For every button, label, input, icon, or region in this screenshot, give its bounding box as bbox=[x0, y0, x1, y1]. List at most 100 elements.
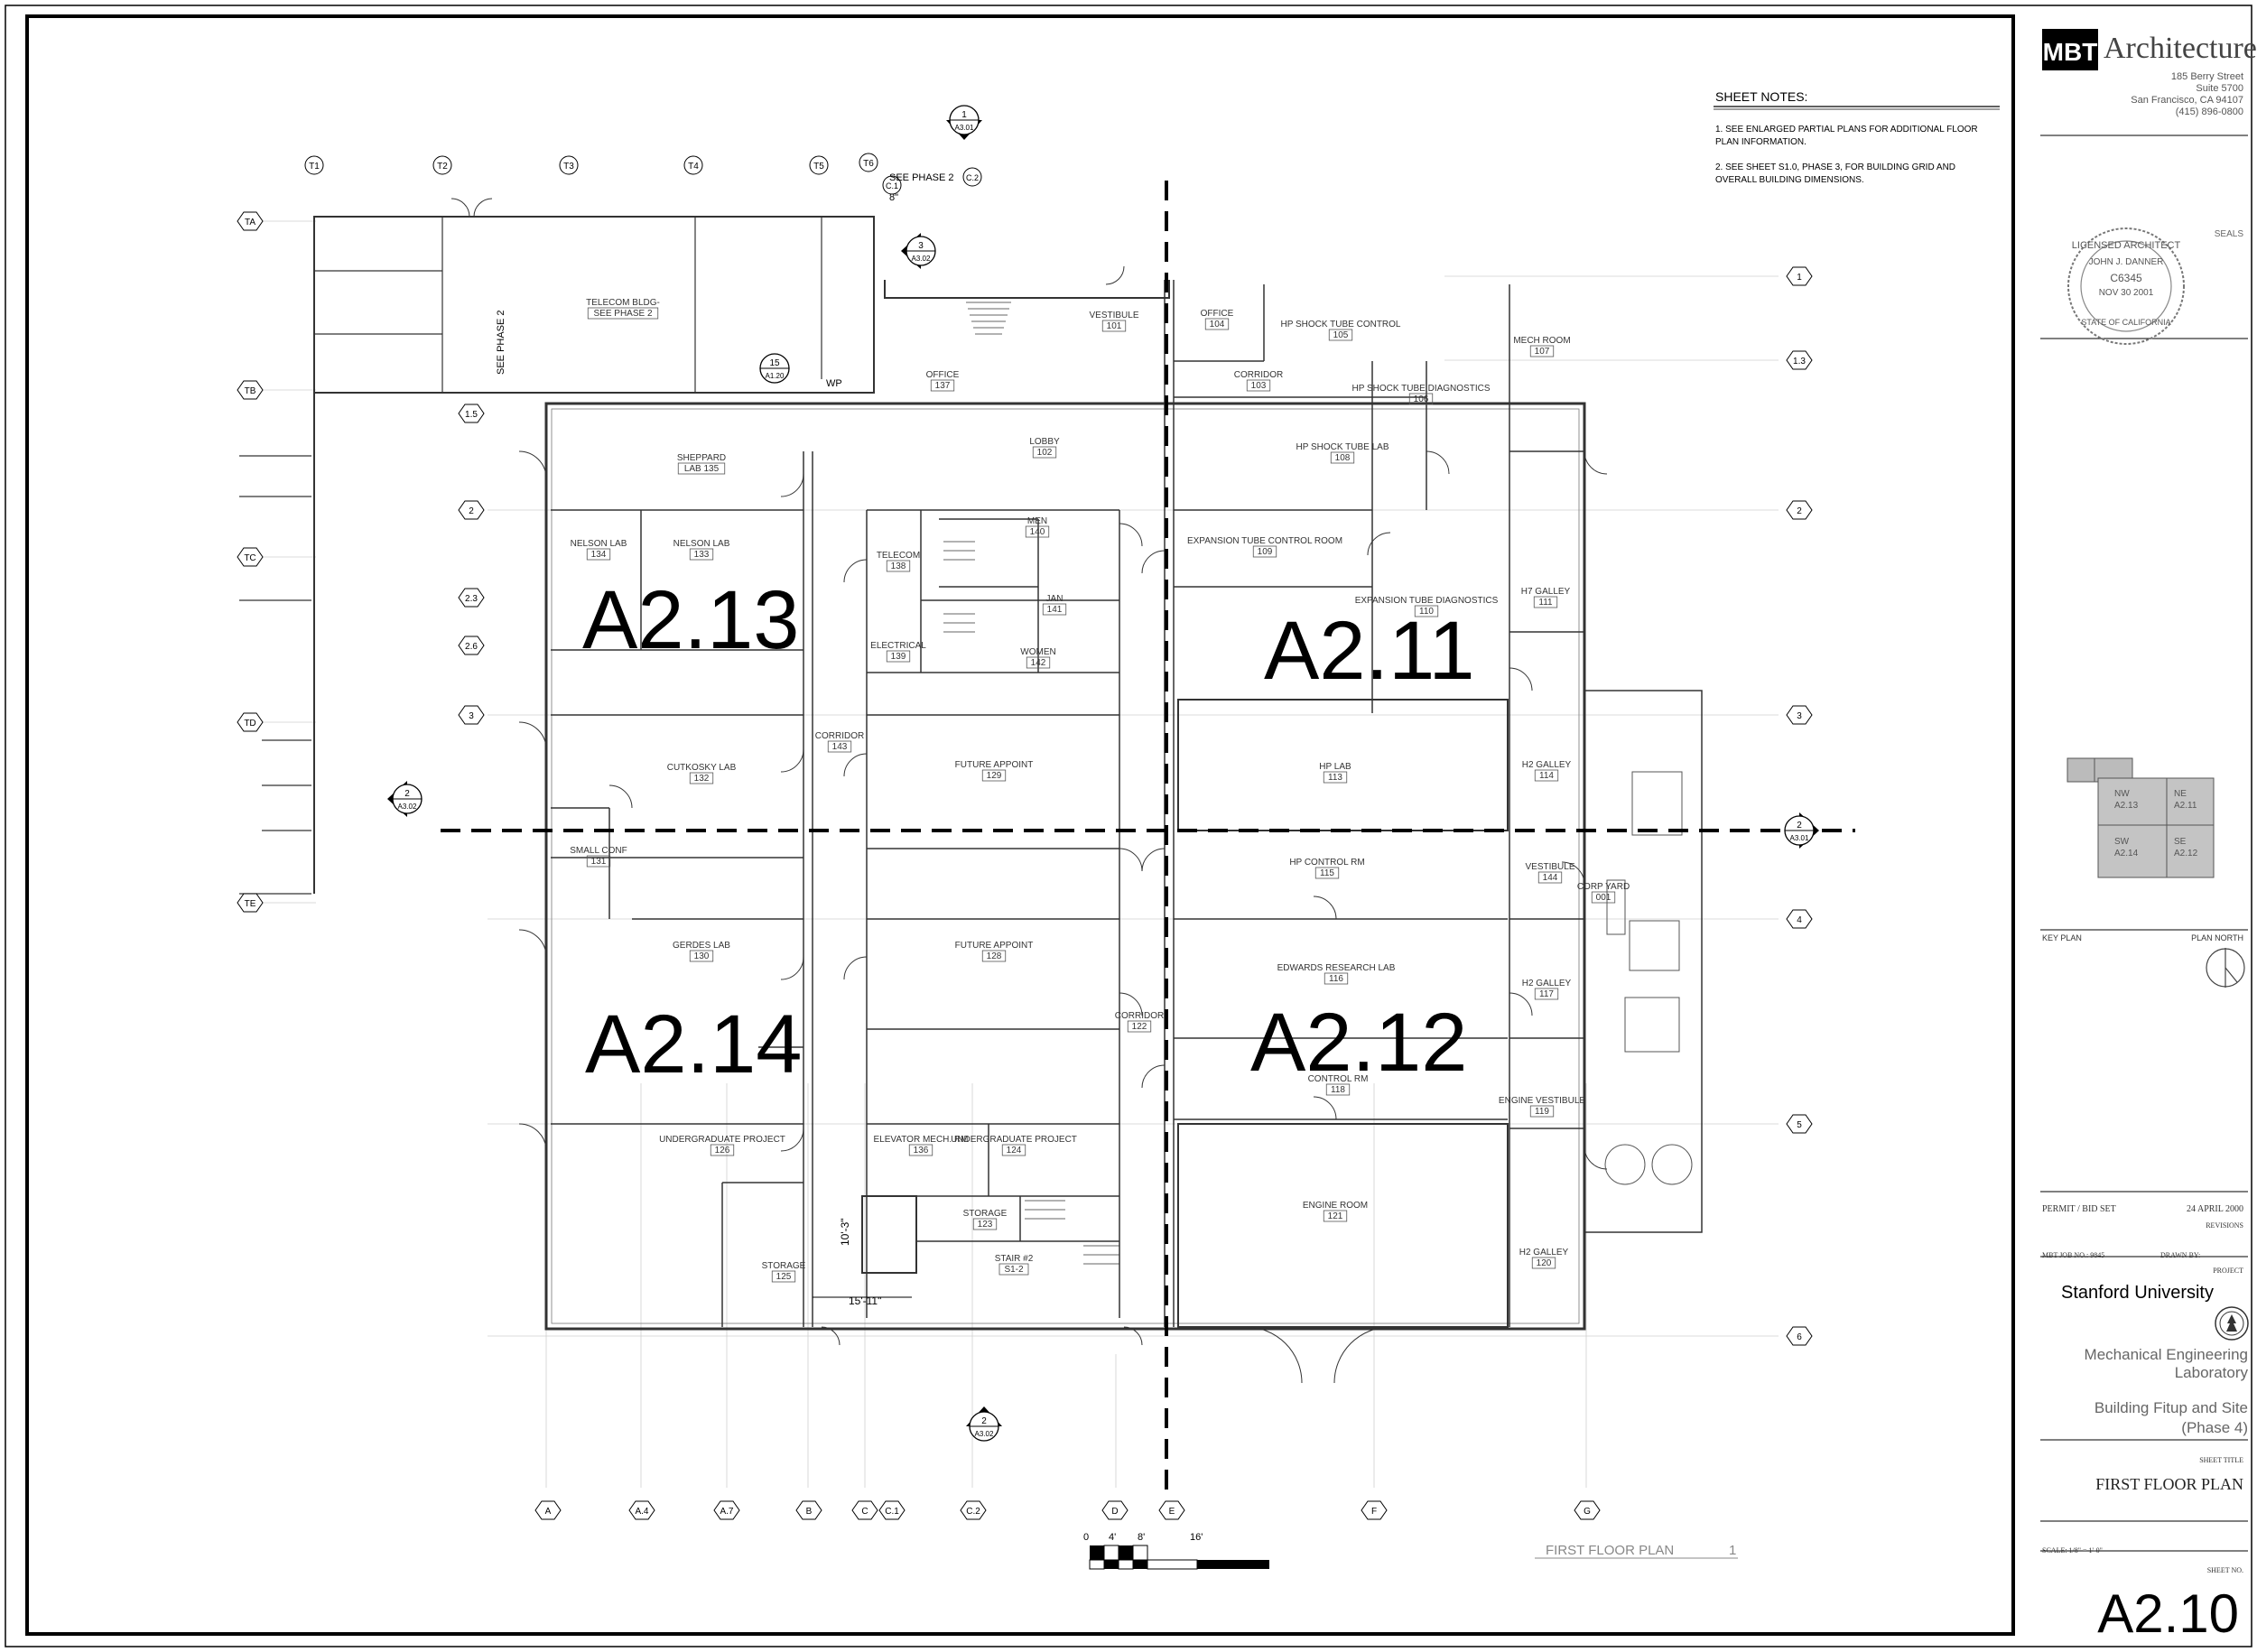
room-number-box bbox=[998, 1263, 1029, 1276]
svg-text:F: F bbox=[1371, 1507, 1377, 1517]
section-marker-sheet: A3.02 bbox=[975, 1430, 994, 1438]
issue-set: PERMIT / BID SET bbox=[2042, 1204, 2116, 1214]
room-number: 117 bbox=[1539, 989, 1554, 999]
room-number: 128 bbox=[987, 951, 1002, 961]
grid-bubble-bottom: F bbox=[1361, 1500, 1388, 1520]
svg-text:T1: T1 bbox=[309, 162, 320, 172]
room-name: CUTKOSKY LAB bbox=[667, 763, 737, 773]
svg-text:4: 4 bbox=[1797, 915, 1802, 925]
room-name: STORAGE bbox=[963, 1209, 1008, 1219]
key-plan-annex bbox=[2067, 757, 2099, 783]
room-number: 001 bbox=[1596, 893, 1611, 903]
room-number: 131 bbox=[591, 857, 607, 867]
sheet-scale: SCALE: 1/8" = 1'-0" bbox=[2042, 1546, 2103, 1555]
sheet-note-line: 1. SEE ENLARGED PARTIAL PLANS FOR ADDITI… bbox=[1715, 125, 1978, 135]
drawing-title-text: FIRST FLOOR PLAN bbox=[1546, 1543, 1674, 1558]
section-marker-number: 2 bbox=[404, 789, 410, 799]
room-name: VESTIBULE bbox=[1525, 862, 1574, 872]
grid-bubble-left: 2.6 bbox=[458, 636, 485, 655]
room-name: UNDERGRADUATE PROJECT bbox=[951, 1135, 1077, 1145]
room-number-box bbox=[689, 548, 714, 561]
seal-name: JOHN J. DANNER bbox=[2089, 257, 2164, 267]
room-number-box bbox=[930, 379, 955, 392]
grid-bubble-bottom: C.1 bbox=[878, 1500, 906, 1520]
room-number: 119 bbox=[1535, 1107, 1549, 1117]
key-plan-ne bbox=[2166, 777, 2215, 826]
seal-number: C6345 bbox=[2110, 272, 2142, 284]
sheet-note-line: OVERALL BUILDING DIMENSIONS. bbox=[1715, 175, 1864, 185]
svg-text:TE: TE bbox=[245, 899, 256, 909]
room-name: HP LAB bbox=[1319, 762, 1351, 772]
sheet-title-label: SHEET TITLE bbox=[2199, 1456, 2243, 1464]
svg-text:A.7: A.7 bbox=[720, 1507, 733, 1517]
room-number: 134 bbox=[591, 550, 607, 560]
drawn-by-label: DRAWN BY: bbox=[2160, 1251, 2200, 1259]
grid-bubble-top: T2 bbox=[432, 155, 452, 175]
svg-text:2.6: 2.6 bbox=[465, 642, 478, 652]
dimension-label: 10'-3" bbox=[839, 1218, 851, 1246]
room-number-box bbox=[1534, 769, 1559, 782]
room-name: HP CONTROL RM bbox=[1289, 858, 1364, 868]
room-number-box bbox=[1252, 545, 1277, 558]
room-number-box bbox=[1101, 320, 1127, 332]
room-name: ELEVATOR MECH. RM bbox=[873, 1135, 968, 1145]
room-number-box bbox=[689, 950, 714, 962]
scale-tick: 16' bbox=[1190, 1532, 1203, 1543]
room-number: 113 bbox=[1328, 773, 1342, 783]
room-number: 107 bbox=[1535, 347, 1550, 357]
grid-bubble-top: T3 bbox=[559, 155, 579, 175]
grid-bubble-left: 1.5 bbox=[458, 404, 485, 423]
scale-tick: 4' bbox=[1109, 1532, 1116, 1543]
sheet-outer-border bbox=[5, 5, 2252, 1647]
room-number: 115 bbox=[1320, 868, 1334, 878]
svg-text:1.5: 1.5 bbox=[465, 410, 478, 420]
room-name: MEN bbox=[1027, 516, 1047, 526]
grid-bubble-left: TC bbox=[237, 547, 264, 567]
room-name: H2 GALLEY bbox=[1522, 979, 1572, 988]
grid-bubble-left: TB bbox=[237, 380, 264, 400]
room-name: MECH ROOM bbox=[1513, 336, 1570, 346]
drawing-title: FIRST FLOOR PLAN 1 bbox=[1535, 1543, 1738, 1559]
callouts: SEE PHASE 2 SEE PHASE 2 WP 10'-3" 15'-11… bbox=[496, 172, 954, 1307]
north-arrow-icon bbox=[2206, 948, 2245, 988]
svg-text:A.4: A.4 bbox=[635, 1507, 648, 1517]
stair-hatching bbox=[943, 302, 1119, 1265]
svg-text:G: G bbox=[1584, 1507, 1591, 1517]
corp-yard-outline bbox=[1584, 690, 1703, 1233]
svg-text:2.3: 2.3 bbox=[465, 594, 478, 604]
room-name: FUTURE APPOINT bbox=[955, 941, 1034, 951]
room-number: 105 bbox=[1333, 330, 1349, 340]
grid-bubble-right: 4 bbox=[1786, 909, 1813, 929]
project-phase-2: (Phase 4) bbox=[2181, 1419, 2248, 1436]
key-quadrant-sheet: A2.12 bbox=[2174, 849, 2198, 858]
sheet-title: FIRST FLOOR PLAN bbox=[2095, 1475, 2243, 1493]
key-plan-nw bbox=[2097, 777, 2168, 826]
sheet-notes: SHEET NOTES: 1. SEE ENLARGED PARTIAL PLA… bbox=[1714, 89, 2000, 185]
scale-tick: 8' bbox=[1138, 1532, 1145, 1543]
grid-bubble-right: 2 bbox=[1786, 500, 1813, 520]
grid-bubble-bottom: A.7 bbox=[713, 1500, 740, 1520]
room-name: LOBBY bbox=[1029, 437, 1060, 447]
room-number-box bbox=[1314, 867, 1340, 879]
room-name: EXPANSION TUBE DIAGNOSTICS bbox=[1355, 596, 1499, 606]
room-number: 122 bbox=[1132, 1022, 1147, 1032]
grid-bubble-top: T4 bbox=[683, 155, 703, 175]
room-number-box bbox=[771, 1270, 796, 1283]
room-number: 111 bbox=[1538, 598, 1553, 608]
graphic-scale-bar: 0 4' 8' 16' bbox=[1083, 1532, 1269, 1570]
firm-logo: MBT Architecture bbox=[2042, 29, 2257, 70]
room-name: CORP YARD bbox=[1577, 882, 1630, 892]
room-number: 136 bbox=[914, 1146, 929, 1155]
grid-bubble-right: 5 bbox=[1786, 1114, 1813, 1134]
issue-date: 24 APRIL 2000 bbox=[2187, 1204, 2243, 1214]
